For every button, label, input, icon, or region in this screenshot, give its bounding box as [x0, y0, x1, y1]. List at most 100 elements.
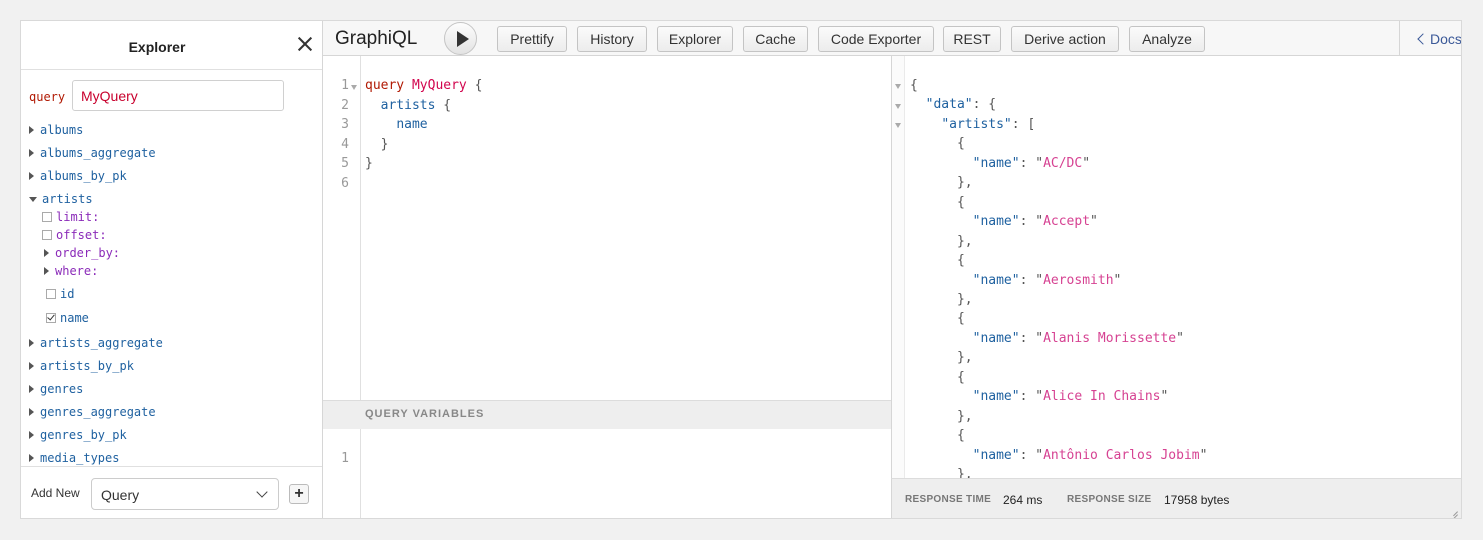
query-variables-editor[interactable]: 1: [323, 429, 891, 518]
code-exporter-button[interactable]: Code Exporter: [818, 26, 934, 52]
tree-item-artists-by-pk[interactable]: artists_by_pk: [29, 357, 134, 375]
result-line: {: [910, 136, 965, 152]
query-editor[interactable]: 1 2 3 4 5 6 query MyQuery { artists { na…: [323, 56, 891, 518]
field-artists: artists: [380, 98, 436, 113]
result-line: {: [910, 311, 965, 327]
result-line: },: [910, 350, 973, 366]
docs-button[interactable]: Docs: [1399, 21, 1461, 55]
tree-item-albums-aggregate[interactable]: albums_aggregate: [29, 144, 156, 162]
explorer-button[interactable]: Explorer: [657, 26, 733, 52]
tree-item-artists-aggregate[interactable]: artists_aggregate: [29, 334, 163, 352]
code-line: }: [365, 137, 389, 152]
explorer-footer: Add New Query +: [21, 466, 322, 518]
caret-right-icon: [29, 385, 34, 393]
result-line: "name": "Antônio Carlos Jobim": [972, 447, 1208, 463]
tree-item-label: artists_by_pk: [40, 359, 134, 373]
artist-name-value: AC/DC: [1043, 155, 1083, 171]
result-line: },: [910, 291, 973, 307]
query-name-input[interactable]: [72, 80, 284, 111]
caret-right-icon: [29, 431, 34, 439]
json-key-name: "name": [972, 330, 1020, 346]
response-time-value: 264 ms: [1003, 493, 1043, 507]
rest-button[interactable]: REST: [943, 26, 1001, 52]
graphiql-window: Explorer query albumsalbums_aggregatealb…: [20, 20, 1462, 519]
tree-item-albums[interactable]: albums: [29, 121, 83, 139]
result-line: {: [910, 369, 965, 385]
checkbox-icon: [46, 313, 56, 323]
json-key-data: "data": [925, 97, 973, 113]
tree-item-genres-by-pk[interactable]: genres_by_pk: [29, 426, 127, 444]
checkbox-icon: [46, 289, 56, 299]
tree-arg-order-by[interactable]: order_by:: [44, 244, 120, 262]
response-size-label: RESPONSE SIZE: [1067, 494, 1152, 505]
query-variables-title: QUERY VARIABLES: [365, 408, 485, 420]
caret-right-icon: [44, 267, 49, 275]
code-line: }: [365, 156, 373, 171]
fold-arrow-icon[interactable]: [895, 84, 901, 89]
query-keyword-label: query: [29, 90, 66, 104]
fold-arrow-icon[interactable]: [351, 85, 357, 90]
query-variables-header[interactable]: QUERY VARIABLES: [323, 400, 891, 430]
fold-arrow-icon[interactable]: [895, 104, 901, 109]
close-icon[interactable]: [296, 35, 314, 53]
caret-right-icon: [29, 408, 34, 416]
resize-handle-icon[interactable]: [1448, 505, 1458, 515]
tree-field-name[interactable]: name: [46, 309, 89, 327]
tree-item-artists[interactable]: artists: [29, 190, 93, 208]
result-line: "artists": [: [941, 116, 1036, 132]
derive-action-button[interactable]: Derive action: [1011, 26, 1119, 52]
result-line: {: [910, 194, 965, 210]
tree-field-id[interactable]: id: [46, 285, 74, 303]
tree-arg-where[interactable]: where:: [44, 262, 98, 280]
artist-name-value: Alice In Chains: [1043, 389, 1161, 405]
chevron-left-icon: [1417, 33, 1429, 45]
prettify-button[interactable]: Prettify: [497, 26, 567, 52]
history-button[interactable]: History: [577, 26, 647, 52]
result-line: },: [910, 467, 973, 478]
operation-type-value: Query: [101, 487, 140, 503]
caret-right-icon: [29, 126, 34, 134]
caret-right-icon: [29, 362, 34, 370]
line-number: 2: [341, 98, 349, 113]
checkbox-icon: [42, 230, 52, 240]
explorer-header: Explorer: [21, 21, 322, 70]
result-line: "name": "Alice In Chains": [972, 389, 1169, 405]
line-number: 6: [341, 176, 349, 191]
result-line: "name": "Aerosmith": [972, 272, 1122, 288]
brace: {: [474, 78, 483, 93]
operation-type-select[interactable]: Query: [91, 478, 279, 510]
analyze-button[interactable]: Analyze: [1129, 26, 1205, 52]
result-line: "name": "AC/DC": [972, 155, 1091, 171]
explorer-panel: Explorer query albumsalbums_aggregatealb…: [21, 21, 323, 518]
tree-item-label: name: [60, 311, 89, 325]
tree-arg-limit[interactable]: limit:: [42, 208, 99, 226]
checkbox-icon: [42, 212, 52, 222]
toolbar: GraphiQL Prettify History Explorer Cache…: [323, 21, 1461, 56]
caret-right-icon: [29, 454, 34, 462]
tree-arg-offset[interactable]: offset:: [42, 226, 107, 244]
tree-item-albums-by-pk[interactable]: albums_by_pk: [29, 167, 127, 185]
cache-button[interactable]: Cache: [743, 26, 808, 52]
variables-gutter: 1: [323, 429, 361, 518]
add-new-label: Add New: [31, 486, 80, 500]
result-line: "name": "Alanis Morissette": [972, 330, 1184, 346]
code-line: name: [365, 117, 428, 132]
tree-item-media-types[interactable]: media_types: [29, 449, 119, 466]
tree-item-label: genres_aggregate: [40, 405, 156, 419]
tree-item-label: order_by:: [55, 246, 121, 260]
code-line: query MyQuery {: [365, 78, 482, 93]
artist-name-value: Accept: [1043, 214, 1091, 230]
add-operation-button[interactable]: +: [289, 484, 309, 504]
fold-arrow-icon[interactable]: [895, 123, 901, 128]
tree-item-genres-aggregate[interactable]: genres_aggregate: [29, 403, 156, 421]
field-name: name: [396, 117, 428, 132]
tree-item-label: albums_by_pk: [40, 169, 127, 183]
result-line: },: [910, 175, 973, 191]
run-query-button[interactable]: [444, 22, 477, 55]
json-key-name: "name": [972, 272, 1020, 288]
result-line: {: [910, 428, 965, 444]
line-number: 4: [341, 137, 349, 152]
tree-item-genres[interactable]: genres: [29, 380, 83, 398]
tree-item-label: genres_by_pk: [40, 428, 127, 442]
